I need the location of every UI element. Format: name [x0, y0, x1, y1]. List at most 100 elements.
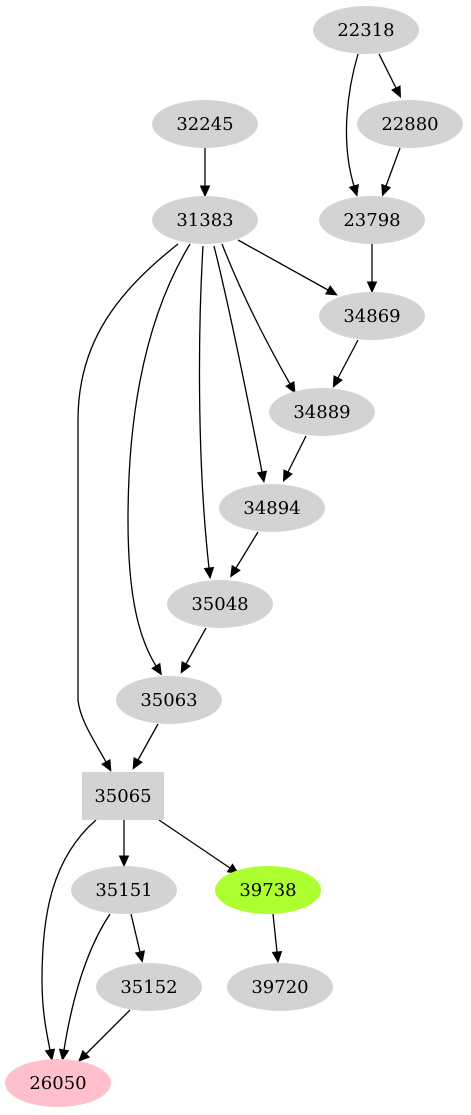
arrowhead: [381, 183, 392, 197]
edge-31383-to-34894: [213, 245, 268, 484]
node-32245[interactable]: 32245: [152, 100, 258, 148]
arrowhead: [118, 855, 130, 868]
edge-39738-to-39720: [271, 913, 283, 964]
node-ellipse: [319, 196, 425, 244]
node-label: 32245: [176, 114, 233, 135]
edge-32245-to-31383: [199, 148, 211, 198]
arrowhead: [78, 1049, 91, 1062]
edge-35065-to-26050: [41, 819, 97, 1062]
arrowhead: [58, 1048, 70, 1062]
node-label: 35152: [120, 977, 177, 998]
edge-line: [41, 819, 97, 1051]
edge-line: [63, 913, 111, 1051]
edge-35063-to-35065: [132, 723, 159, 770]
node-ellipse: [319, 292, 425, 340]
node-label: 39720: [251, 977, 308, 998]
edge-line: [287, 435, 307, 473]
arrowhead: [282, 469, 293, 483]
node-35152[interactable]: 35152: [96, 963, 202, 1011]
edge-line: [235, 531, 259, 569]
node-label: 39738: [239, 880, 296, 901]
edge-line: [198, 245, 210, 569]
arrowhead: [256, 470, 268, 484]
edge-line: [127, 243, 191, 667]
node-label: 31383: [176, 210, 233, 231]
edge-31383-to-34869: [237, 239, 338, 296]
edge-31383-to-35065: [77, 243, 179, 772]
edge-22318-to-22880: [378, 53, 402, 99]
arrowhead: [271, 950, 283, 964]
arrowhead: [44, 1048, 56, 1062]
arrowhead: [101, 759, 112, 772]
arrowhead: [391, 85, 402, 99]
node-39738[interactable]: 39738: [215, 866, 321, 914]
node-ellipse: [167, 580, 273, 628]
edge-31383-to-34889: [221, 243, 296, 394]
node-ellipse: [152, 100, 258, 148]
node-label: 35151: [95, 880, 152, 901]
node-22880[interactable]: 22880: [357, 100, 463, 148]
node-ellipse: [219, 484, 325, 532]
edges-layer: [41, 53, 402, 1062]
node-label: 35048: [191, 594, 248, 615]
node-label: 35065: [94, 786, 151, 807]
edge-35152-to-26050: [78, 1009, 131, 1062]
arrowhead: [230, 564, 241, 578]
edge-35151-to-26050: [58, 913, 111, 1062]
edge-line: [378, 53, 397, 89]
node-ellipse: [215, 866, 321, 914]
node-ellipse: [5, 1059, 111, 1107]
edge-35151-to-35152: [130, 913, 146, 963]
arrowhead: [132, 757, 143, 770]
node-39720[interactable]: 39720: [227, 963, 333, 1011]
edge-line: [213, 245, 263, 473]
edge-line: [385, 147, 401, 187]
edge-34894-to-35048: [230, 531, 259, 578]
node-label: 26050: [29, 1073, 86, 1094]
node-box: [82, 772, 164, 820]
node-ellipse: [357, 100, 463, 148]
node-34894[interactable]: 34894: [219, 484, 325, 532]
nodes-layer: 22318 22880 32245 31383 23798 34869 34889 34894…: [5, 6, 463, 1107]
node-label: 22880: [381, 114, 438, 135]
edge-22880-to-23798: [381, 147, 401, 197]
node-35063[interactable]: 35063: [116, 676, 222, 724]
arrowhead: [285, 380, 296, 394]
node-22318[interactable]: 22318: [313, 6, 419, 54]
node-ellipse: [116, 676, 222, 724]
arrowhead: [366, 281, 378, 294]
arrowhead: [203, 566, 215, 580]
node-ellipse: [227, 963, 333, 1011]
edge-31383-to-35048: [198, 245, 215, 580]
node-label: 35063: [140, 690, 197, 711]
edge-line: [85, 1009, 131, 1055]
edge-22318-to-23798: [345, 53, 359, 197]
node-ellipse: [71, 866, 177, 914]
edge-23798-to-34869: [366, 244, 378, 294]
edge-35065-to-39738: [158, 819, 240, 875]
edge-35048-to-35063: [180, 627, 207, 674]
node-34889[interactable]: 34889: [269, 388, 375, 436]
arrowhead: [134, 950, 146, 963]
node-ellipse: [96, 963, 202, 1011]
node-23798[interactable]: 23798: [319, 196, 425, 244]
arrowhead: [325, 285, 338, 296]
node-26050[interactable]: 26050: [5, 1059, 111, 1107]
edge-line: [137, 723, 159, 761]
node-label: 34889: [293, 402, 350, 423]
node-35048[interactable]: 35048: [167, 580, 273, 628]
node-ellipse: [269, 388, 375, 436]
edge-line: [337, 339, 359, 379]
edge-line: [130, 913, 141, 953]
arrowhead: [151, 662, 162, 676]
node-34869[interactable]: 34869: [319, 292, 425, 340]
edge-line: [345, 53, 359, 187]
arrowhead: [332, 375, 343, 388]
edge-35065-to-35151: [118, 820, 130, 868]
node-35065[interactable]: 35065: [82, 772, 164, 820]
node-31383[interactable]: 31383: [152, 196, 258, 244]
arrowhead: [180, 661, 191, 674]
node-label: 34869: [343, 306, 400, 327]
node-35151[interactable]: 35151: [71, 866, 177, 914]
